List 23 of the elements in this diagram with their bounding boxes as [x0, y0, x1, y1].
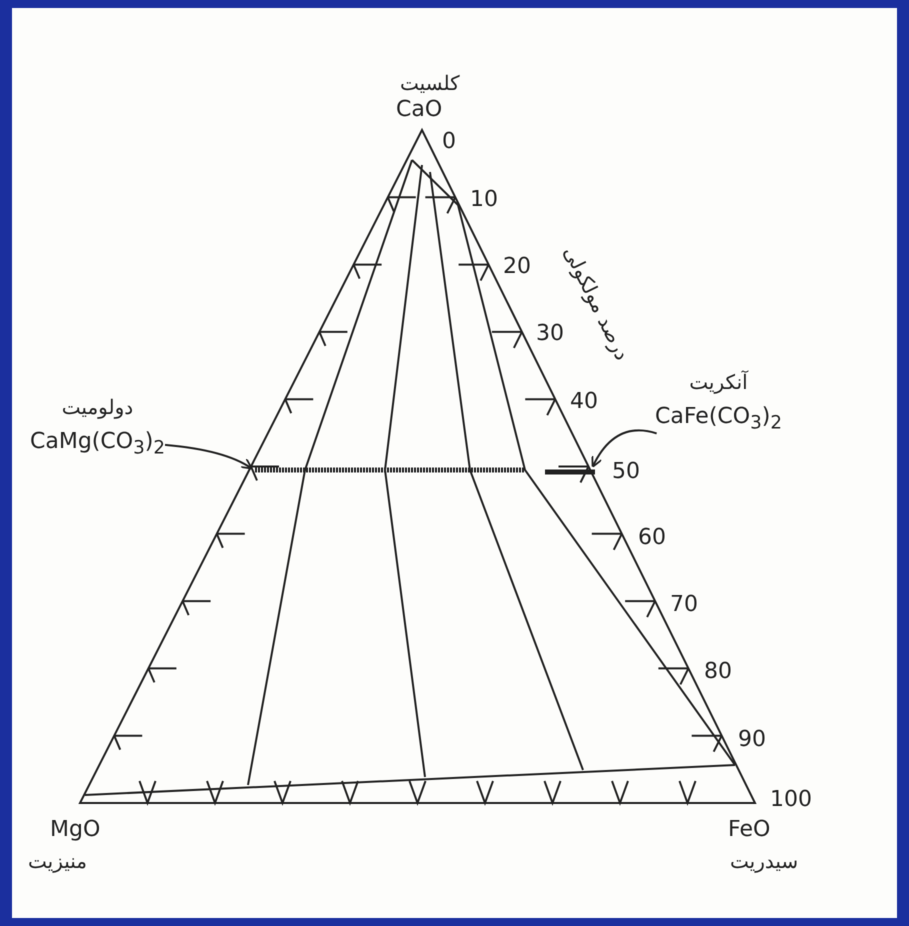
tick-label: 60 [638, 526, 666, 550]
tick-label: 50 [612, 460, 640, 484]
tick-label: 40 [570, 390, 598, 414]
tick-label: 100 [770, 788, 812, 812]
tick-label: 0 [442, 130, 456, 154]
vertex-label: MgO [50, 818, 100, 842]
leader-arrow [592, 429, 657, 468]
mineral-name: آنکریت [689, 370, 748, 394]
tick-label: 20 [503, 255, 531, 280]
tick-label: 10 [470, 188, 498, 212]
tick-label: 70 [670, 593, 698, 618]
mineral-name: دولومیت [62, 395, 134, 419]
vertex-label: CaO [396, 98, 442, 122]
leader-arrow [164, 444, 253, 470]
vertex-label: FeO [728, 818, 770, 842]
vertex-label: سیدریت [730, 850, 798, 872]
vertex-label: منیزیت [28, 850, 88, 872]
vertex-label: کلسیت [400, 72, 460, 94]
tick-label: 90 [738, 728, 766, 752]
mineral-formula: CaFe(CO$_{3}$)$_{2}$ [655, 404, 782, 434]
mineral-formula: CaMg(CO$_{3}$)$_{2}$ [30, 429, 165, 458]
tick-label: 80 [704, 660, 732, 684]
tick-label: 30 [536, 322, 564, 346]
